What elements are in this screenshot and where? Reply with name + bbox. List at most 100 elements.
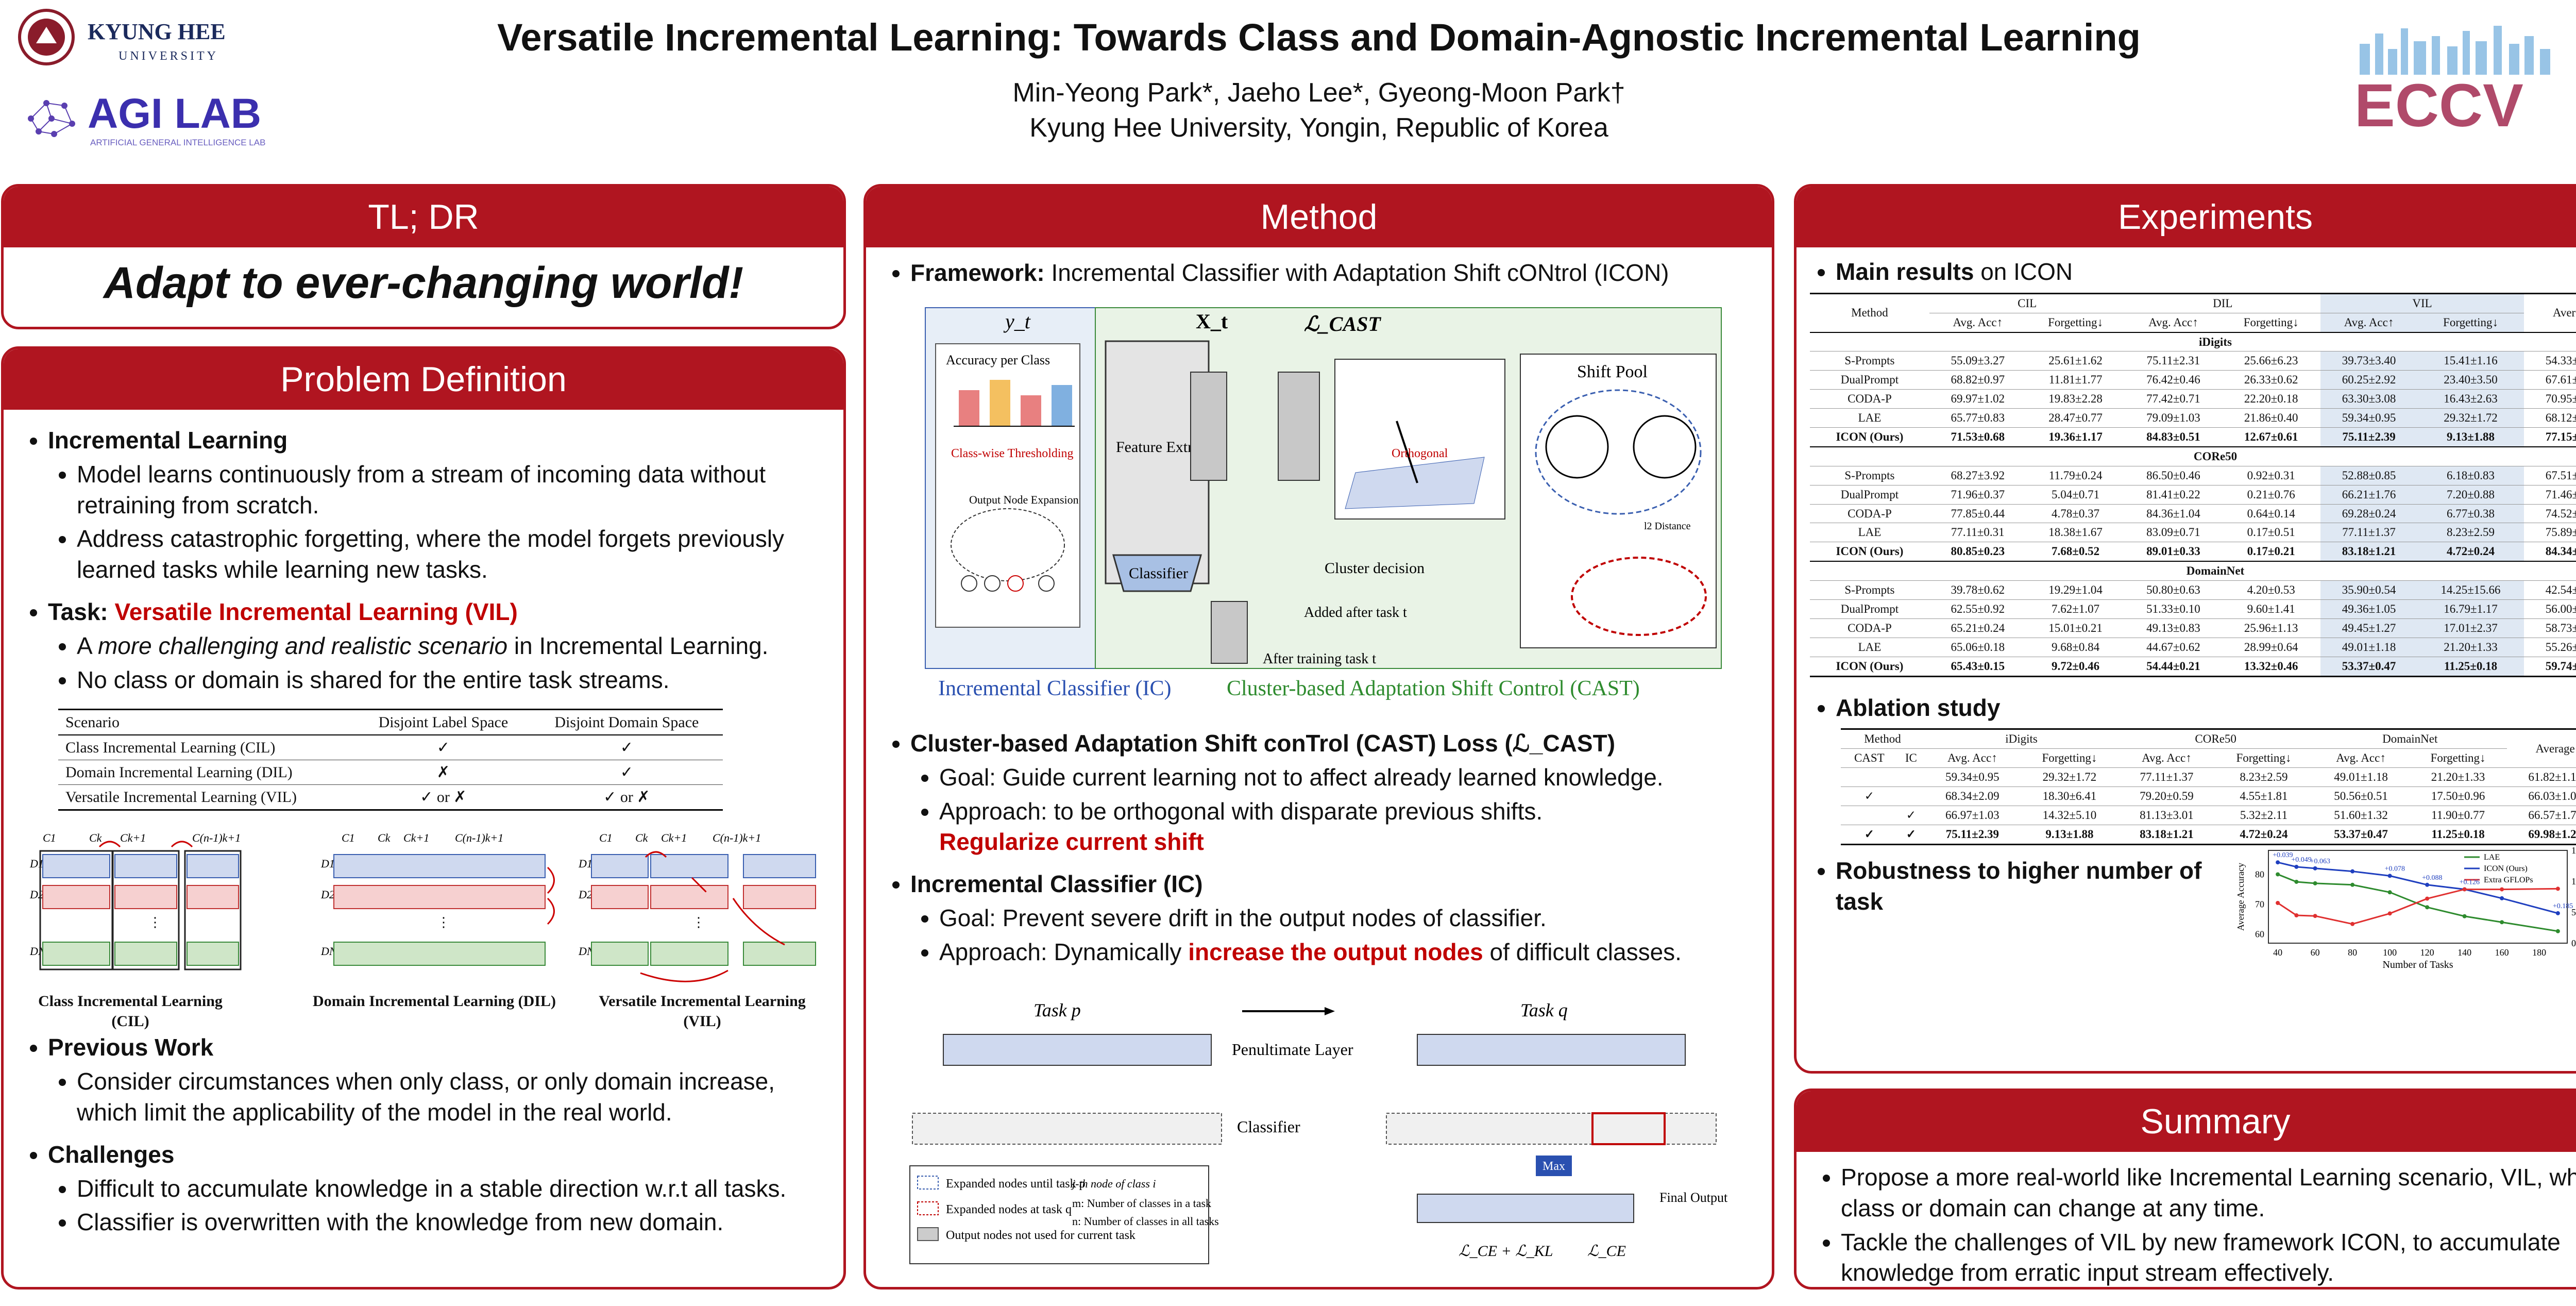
dataset-row: CORe50 bbox=[1810, 446, 2576, 466]
x-tick-label: 120 bbox=[2420, 947, 2434, 958]
table-header: Disjoint Domain Space bbox=[530, 709, 723, 735]
poster-title: Versatile Incremental Learning: Towards … bbox=[497, 16, 2141, 59]
method-title: Method bbox=[866, 187, 1772, 247]
y2-tick-label: 0 bbox=[2571, 938, 2576, 948]
chal-point-2: Classifier is overwritten with the knowl… bbox=[77, 1207, 825, 1238]
data-point bbox=[2276, 900, 2280, 905]
x-tick-label: 60 bbox=[2311, 947, 2320, 958]
svg-text:Expanded nodes at task q: Expanded nodes at task q bbox=[946, 1203, 1072, 1216]
cast-diagram-label: Cluster-based Adaptation Shift Control (… bbox=[1227, 677, 1640, 700]
data-point bbox=[2500, 896, 2504, 900]
vil-figure: C1 Ck Ck+1 C(n-1)k+1 D1 D2 DN bbox=[578, 831, 816, 983]
svg-text:D2: D2 bbox=[578, 888, 592, 901]
svg-text:ℒ_CAST: ℒ_CAST bbox=[1304, 312, 1381, 336]
y-tick-label: 80 bbox=[2255, 869, 2264, 879]
svg-text:Task p: Task p bbox=[1033, 1000, 1081, 1020]
svg-text:Ck: Ck bbox=[635, 831, 649, 844]
data-point bbox=[2387, 890, 2392, 895]
svg-text:Ck: Ck bbox=[89, 831, 103, 844]
legend-label: LAE bbox=[2484, 853, 2500, 862]
cast-regularize: Regularize current shift bbox=[939, 828, 1204, 856]
data-point bbox=[2294, 879, 2299, 884]
y-tick-label: 70 bbox=[2255, 899, 2264, 909]
svg-text:Output nodes not used for curr: Output nodes not used for current task bbox=[946, 1229, 1136, 1242]
svg-text:Expanded nodes until task p: Expanded nodes until task p bbox=[946, 1177, 1086, 1191]
svg-text:Classifier: Classifier bbox=[1129, 565, 1188, 582]
experiments-title: Experiments bbox=[1797, 187, 2576, 247]
dataset-row: iDigits bbox=[1810, 331, 2576, 352]
svg-text:D2: D2 bbox=[320, 888, 335, 901]
cast-goal: Goal: Guide current learning not to affe… bbox=[939, 762, 1760, 793]
svg-text:D1: D1 bbox=[29, 857, 44, 870]
svg-text:Ck+1: Ck+1 bbox=[403, 831, 429, 844]
il-point-1: Model learns continuously from a stream … bbox=[77, 459, 825, 521]
data-point bbox=[2387, 911, 2392, 916]
framework-diagram: y_t X_t ℒ_CAST Accuracy per Class Class-… bbox=[925, 307, 1722, 669]
main-results-table: Method CIL DIL VIL Average Avg. Acc↑Forg… bbox=[1810, 292, 2576, 677]
svg-text:ℒ_CE: ℒ_CE bbox=[1587, 1243, 1626, 1260]
table-header: Scenario bbox=[58, 709, 356, 735]
svg-text:Orthogonal: Orthogonal bbox=[1392, 447, 1448, 460]
univ-sub: UNIVERSITY bbox=[118, 49, 218, 63]
annotation-label: +0.078 bbox=[2385, 865, 2405, 873]
svg-text:Class-wise Thresholding: Class-wise Thresholding bbox=[951, 447, 1074, 460]
agi-lab-sub: ARTIFICIAL GENERAL INTELLIGENCE LAB bbox=[90, 138, 265, 147]
scenario-diagram: C1 Ck Ck+1 C(n-1)k+1 D1 D2 DN bbox=[29, 831, 816, 983]
network-brain-icon bbox=[28, 100, 75, 137]
data-point bbox=[2425, 905, 2430, 910]
svg-text:n: Number of classes in all ta: n: Number of classes in all tasks bbox=[1072, 1215, 1219, 1228]
svg-text:Added after task t: Added after task t bbox=[1304, 605, 1407, 621]
cast-approach: Approach: to be orthogonal with disparat… bbox=[939, 797, 1543, 825]
svg-text:D1: D1 bbox=[320, 857, 335, 870]
vil-caption: Versatile Incremental Learning (VIL) bbox=[599, 993, 806, 1030]
affiliation: Kyung Hee University, Yongin, Republic o… bbox=[1029, 113, 1608, 143]
table-row: Domain Incremental Learning (DIL)✗✓ bbox=[58, 760, 723, 785]
framework-label: Framework: bbox=[910, 259, 1052, 286]
summary-title: Summary bbox=[1797, 1091, 2576, 1152]
svg-text:Shift Pool: Shift Pool bbox=[1577, 362, 1648, 381]
svg-text:C(n-1)k+1: C(n-1)k+1 bbox=[455, 831, 503, 844]
annotation-label: +0.126 bbox=[2460, 878, 2480, 886]
il-heading: Incremental Learning bbox=[48, 427, 288, 454]
ablation-table: Method iDigits CORe50 DomainNet Average … bbox=[1841, 728, 2576, 845]
tldr-panel: TL; DR Adapt to ever-changing world! bbox=[1, 184, 846, 329]
data-point bbox=[2500, 887, 2504, 892]
tldr-text: Adapt to ever-changing world! bbox=[103, 258, 744, 308]
prev-heading: Previous Work bbox=[48, 1034, 214, 1061]
svg-text:m: Number of classes in a task: m: Number of classes in a task bbox=[1072, 1197, 1211, 1210]
y2-tick-label: 15 bbox=[2571, 845, 2576, 856]
x-axis-label: Number of Tasks bbox=[2382, 959, 2453, 970]
table-row: Class Incremental Learning (CIL)✓✓ bbox=[58, 735, 723, 761]
data-point bbox=[2313, 866, 2317, 870]
annotation-label: +0.049 bbox=[2291, 856, 2311, 864]
data-point bbox=[2276, 872, 2280, 877]
summary-point-2: Tackle the challenges of VIL by new fram… bbox=[1841, 1227, 2576, 1287]
tldr-title: TL; DR bbox=[4, 187, 843, 247]
svg-text:y_t: y_t bbox=[1003, 310, 1031, 333]
data-point bbox=[2313, 881, 2317, 885]
annotation-label: +0.185 bbox=[2553, 902, 2573, 910]
svg-text:Ck: Ck bbox=[378, 831, 391, 844]
table-header: Disjoint Label Space bbox=[355, 709, 531, 735]
robustness-chart: 406080100120140160180607080051015Number … bbox=[2235, 845, 2576, 970]
chal-point-1: Difficult to accumulate knowledge in a s… bbox=[77, 1174, 825, 1204]
y2-tick-label: 5 bbox=[2571, 907, 2576, 917]
svg-text:C(n-1)k+1: C(n-1)k+1 bbox=[713, 831, 761, 844]
data-point bbox=[2462, 914, 2467, 918]
svg-text:C(n-1)k+1: C(n-1)k+1 bbox=[192, 831, 241, 844]
svg-text:C1: C1 bbox=[599, 831, 613, 844]
data-point bbox=[2462, 887, 2467, 892]
ic-approach: Approach: Dynamically increase the outpu… bbox=[939, 937, 1760, 968]
agi-lab-text: AGI LAB bbox=[88, 90, 261, 137]
agi-lab-logo: AGI LAB ARTIFICIAL GENERAL INTELLIGENCE … bbox=[15, 82, 304, 155]
scenario-figures: C1 Ck Ck+1 C(n-1)k+1 D1 D2 DN bbox=[22, 826, 825, 1030]
svg-text:C1: C1 bbox=[342, 831, 355, 844]
table-row: Versatile Incremental Learning (VIL)✓ or… bbox=[58, 784, 723, 811]
data-point bbox=[2276, 860, 2280, 864]
